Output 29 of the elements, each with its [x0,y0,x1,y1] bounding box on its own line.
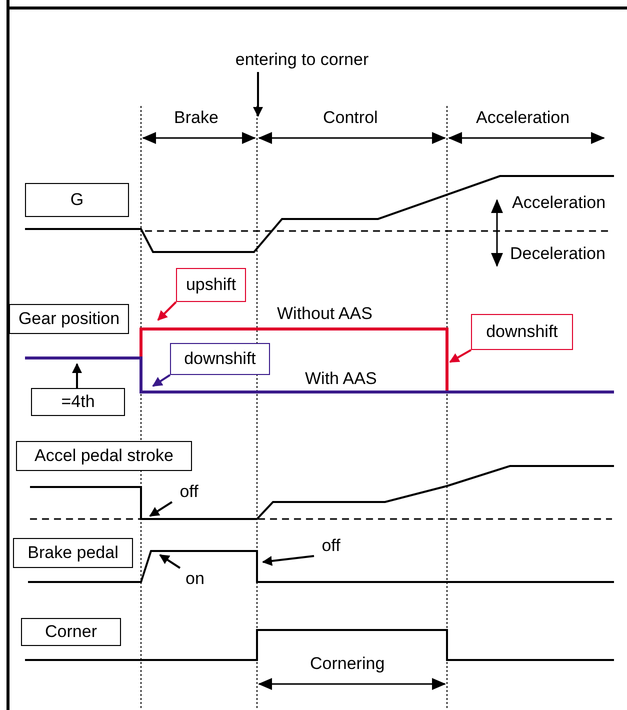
direction-label: Deceleration [510,244,606,264]
direction-label: Acceleration [512,193,606,213]
phase-label: Acceleration [476,108,570,128]
leader-arrow [152,374,171,387]
callout-box: upshift [176,268,246,302]
callout-box: =4th [31,388,125,416]
leader-arrow [157,301,177,321]
phase-label: Control [323,108,378,128]
line-label: Without AAS [277,304,372,324]
callout-text: off [314,536,348,556]
leader-arrow [449,349,472,363]
leader-arrow [72,363,82,388]
signal-name-box: Corner [21,618,121,646]
signal-name-box: Accel pedal stroke [16,441,192,471]
signal-name-box: Brake pedal [13,538,133,568]
callout-text: off [172,482,206,502]
callout-text: on [180,568,210,590]
phase-label: Brake [174,108,218,128]
callout-box: downshift [471,314,573,350]
leader-arrow [253,72,263,117]
leader-arrow [262,555,314,566]
signal-name-box: Gear position [9,304,129,334]
leader-arrow [159,554,181,569]
dimension-label: Cornering [310,654,385,674]
signal-name-box: G [25,183,129,217]
callout-box: downshift [170,343,270,375]
leader-arrow [149,501,173,517]
line-label: With AAS [305,369,377,389]
callout-text: entering to corner [216,48,388,72]
